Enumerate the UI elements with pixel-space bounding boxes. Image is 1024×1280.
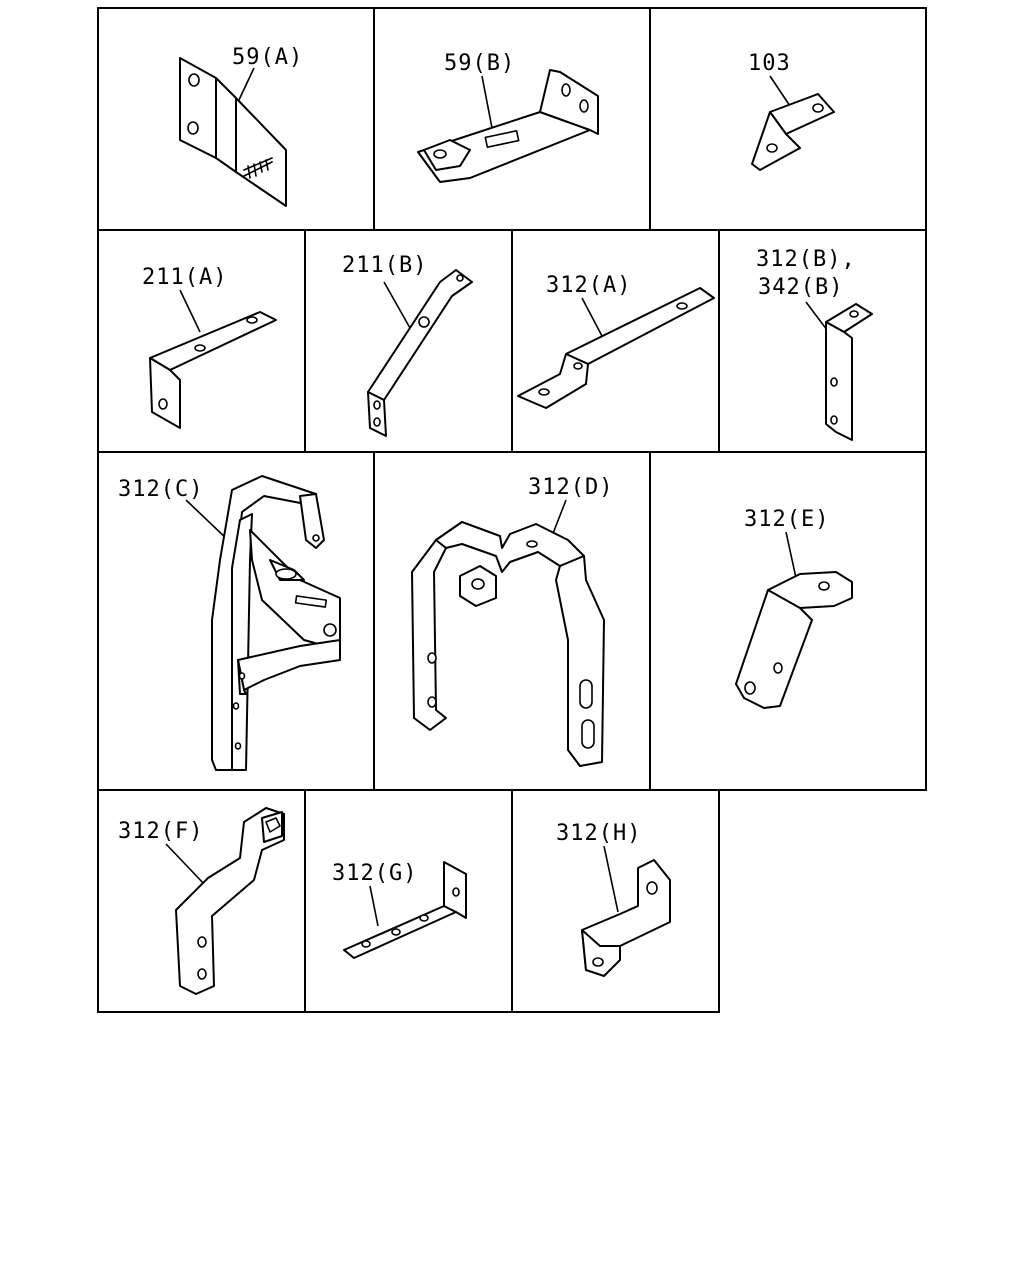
leader-312h bbox=[603, 845, 619, 913]
part-312h[interactable]: 312(H) bbox=[556, 821, 671, 977]
leader-312c bbox=[185, 499, 229, 541]
leader-312a bbox=[581, 297, 603, 337]
part-312d[interactable]: 312(D) bbox=[411, 475, 613, 767]
cell-59b bbox=[373, 7, 651, 231]
bracket-211a-drawing bbox=[149, 311, 277, 429]
cell-312e bbox=[649, 451, 927, 791]
leader-312e bbox=[785, 531, 797, 579]
cell-312h bbox=[511, 789, 720, 1013]
part-312e[interactable]: 312(E) bbox=[735, 507, 853, 709]
part-label-312e: 312(E) bbox=[744, 507, 829, 532]
leader-312d bbox=[551, 499, 567, 537]
part-label-211b: 211(B) bbox=[342, 253, 427, 278]
bracket-312a-drawing bbox=[517, 287, 715, 409]
bracket-312h-drawing bbox=[581, 859, 671, 977]
part-label-312c: 312(C) bbox=[118, 477, 203, 502]
bracket-312b-drawing bbox=[825, 303, 873, 441]
bracket-312c-drawing bbox=[211, 475, 341, 771]
leader-312g bbox=[369, 885, 379, 927]
bracket-312g-drawing bbox=[343, 861, 467, 959]
part-label-59a: 59(A) bbox=[232, 45, 303, 70]
part-label-312f: 312(F) bbox=[118, 819, 203, 844]
leader-211a bbox=[179, 289, 201, 333]
part-59a[interactable]: 59(A) bbox=[179, 45, 303, 207]
part-label-312b-line2: 342(B) bbox=[758, 275, 843, 300]
part-211a[interactable]: 211(A) bbox=[142, 265, 277, 429]
part-label-211a: 211(A) bbox=[142, 265, 227, 290]
part-103[interactable]: 103 bbox=[748, 51, 835, 171]
part-211b[interactable]: 211(B) bbox=[342, 253, 473, 437]
grid-borders bbox=[97, 7, 927, 1013]
bracket-312f-drawing bbox=[175, 807, 285, 995]
bracket-59a-drawing bbox=[179, 57, 287, 207]
part-label-312a: 312(A) bbox=[546, 273, 631, 298]
part-312b-342b[interactable]: 312(B), 342(B) bbox=[756, 247, 873, 441]
part-312a[interactable]: 312(A) bbox=[517, 273, 715, 409]
leader-59b bbox=[481, 75, 493, 129]
leader-211b bbox=[383, 281, 411, 329]
bracket-312d-drawing bbox=[411, 521, 605, 767]
part-312f[interactable]: 312(F) bbox=[118, 807, 285, 995]
bracket-59b-drawing bbox=[417, 69, 599, 183]
cell-312g bbox=[304, 789, 513, 1013]
bracket-312e-drawing bbox=[735, 571, 853, 709]
part-312c[interactable]: 312(C) bbox=[118, 475, 341, 771]
part-label-312d: 312(D) bbox=[528, 475, 613, 500]
leader-312f bbox=[165, 843, 207, 887]
bracket-211b-drawing bbox=[367, 269, 473, 437]
bracket-103-drawing bbox=[751, 93, 835, 171]
part-label-59b: 59(B) bbox=[444, 51, 515, 76]
leader-103 bbox=[769, 75, 791, 107]
leader-59a bbox=[237, 67, 255, 103]
part-label-103: 103 bbox=[748, 51, 791, 76]
part-label-312g: 312(G) bbox=[332, 861, 417, 886]
part-312g[interactable]: 312(G) bbox=[332, 861, 467, 959]
part-label-312h: 312(H) bbox=[556, 821, 641, 846]
part-59b[interactable]: 59(B) bbox=[417, 51, 599, 183]
part-label-312b-line1: 312(B), bbox=[756, 247, 856, 272]
